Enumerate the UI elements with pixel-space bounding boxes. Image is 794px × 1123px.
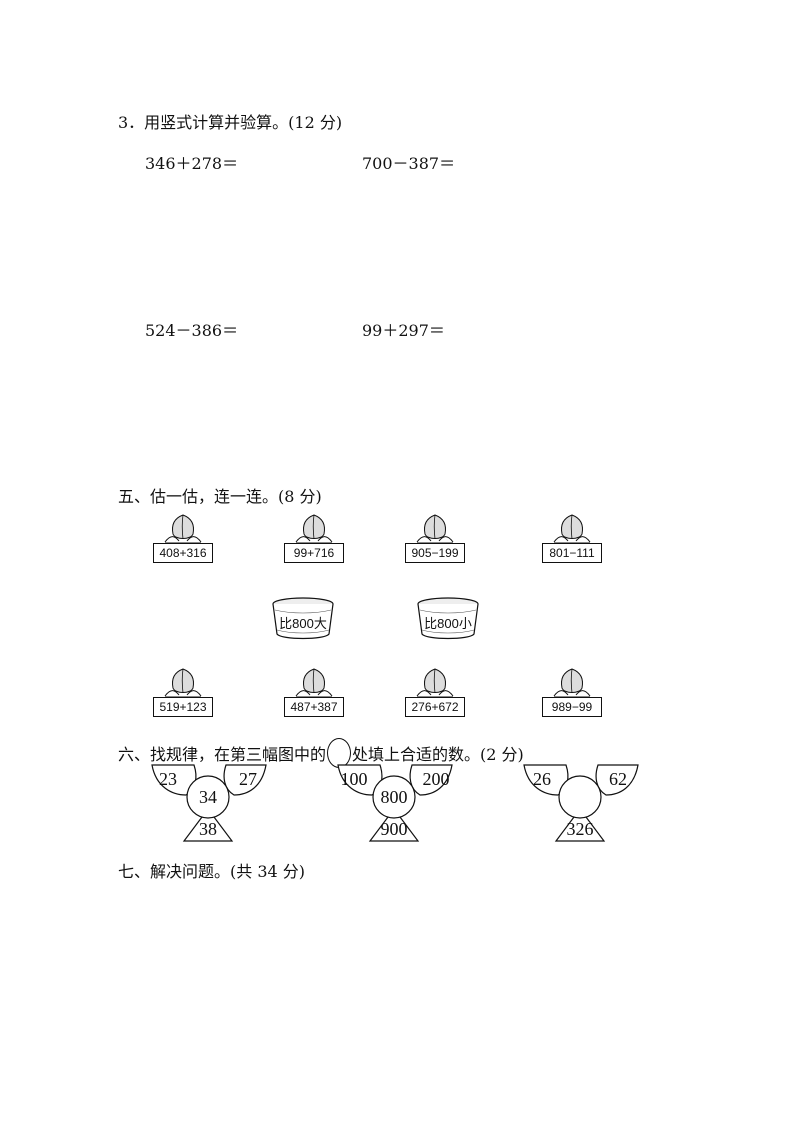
- pattern-right-number: 62: [609, 769, 627, 789]
- peach-icon: [553, 668, 591, 698]
- peach-icon: [553, 514, 591, 544]
- peach-card[interactable]: 276+672: [405, 666, 465, 717]
- calc-problem-1: 346＋278＝: [145, 154, 239, 173]
- peach-expression: 989−99: [542, 697, 602, 717]
- peach-expression: 519+123: [153, 697, 213, 717]
- section7-title: 七、解决问题。(共 34 分): [118, 862, 306, 881]
- peach-icon: [416, 514, 454, 544]
- peach-icon: [295, 514, 333, 544]
- pattern-center-number: 800: [380, 787, 408, 807]
- peach-expression: 801−111: [542, 543, 602, 563]
- peach-card[interactable]: 905−199: [405, 512, 465, 563]
- peach-expression: 276+672: [405, 697, 465, 717]
- pattern-right-number: 200: [422, 769, 450, 789]
- pattern-bottom-number: 326: [566, 819, 594, 839]
- pattern-center-blank[interactable]: [560, 787, 600, 809]
- pattern-left-number: 100: [340, 769, 368, 789]
- peach-card[interactable]: 99+716: [284, 512, 344, 563]
- peach-card[interactable]: 519+123: [153, 666, 213, 717]
- section6-title: 六、找规律，在第三幅图中的 处填上合适的数。(2 分): [118, 738, 524, 768]
- pattern-left-number: 23: [159, 769, 177, 789]
- pattern-bottom-number: 900: [380, 819, 408, 839]
- calc-problem-2: 700－387＝: [362, 154, 456, 173]
- basket-greater-than-800[interactable]: 比800大: [271, 596, 335, 642]
- basket-icon: [417, 597, 479, 640]
- peach-expression: 408+316: [153, 543, 213, 563]
- pattern-shape-icon: [523, 764, 639, 842]
- section6-title-after: 处填上合适的数。(2 分): [352, 745, 524, 764]
- basket-label: 比800大: [279, 616, 327, 631]
- pattern-bottom-number: 38: [199, 819, 217, 839]
- pattern-figure-1: 23 27 34 38: [146, 763, 276, 843]
- pattern-figure-2: 100 200 800 900: [332, 763, 462, 843]
- basket-icon: [272, 597, 334, 640]
- peach-icon: [416, 668, 454, 698]
- pattern-right-number: 27: [239, 769, 257, 789]
- peach-expression: 99+716: [284, 543, 344, 563]
- section3-title: 3．用竖式计算并验算。(12 分): [118, 113, 343, 132]
- basket-label: 比800小: [424, 616, 472, 631]
- section5-title: 五、估一估，连一连。(8 分): [118, 487, 322, 506]
- pattern-figure-3: 26 62 326: [518, 763, 648, 843]
- peach-icon: [295, 668, 333, 698]
- section6-title-before: 六、找规律，在第三幅图中的: [118, 745, 327, 764]
- calc-problem-4: 99＋297＝: [362, 321, 445, 340]
- pattern-shape-icon: [337, 764, 453, 842]
- peach-card[interactable]: 801−111: [542, 512, 602, 563]
- peach-icon: [164, 668, 202, 698]
- peach-card[interactable]: 408+316: [153, 512, 213, 563]
- peach-expression: 487+387: [284, 697, 344, 717]
- peach-icon: [164, 514, 202, 544]
- basket-less-than-800[interactable]: 比800小: [416, 596, 480, 642]
- peach-card[interactable]: 989−99: [542, 666, 602, 717]
- peach-expression: 905−199: [405, 543, 465, 563]
- calc-problem-3: 524－386＝: [145, 321, 239, 340]
- pattern-shape-icon: [151, 764, 267, 842]
- peach-card[interactable]: 487+387: [284, 666, 344, 717]
- pattern-left-number: 26: [533, 769, 551, 789]
- pattern-center-number: 34: [199, 787, 217, 807]
